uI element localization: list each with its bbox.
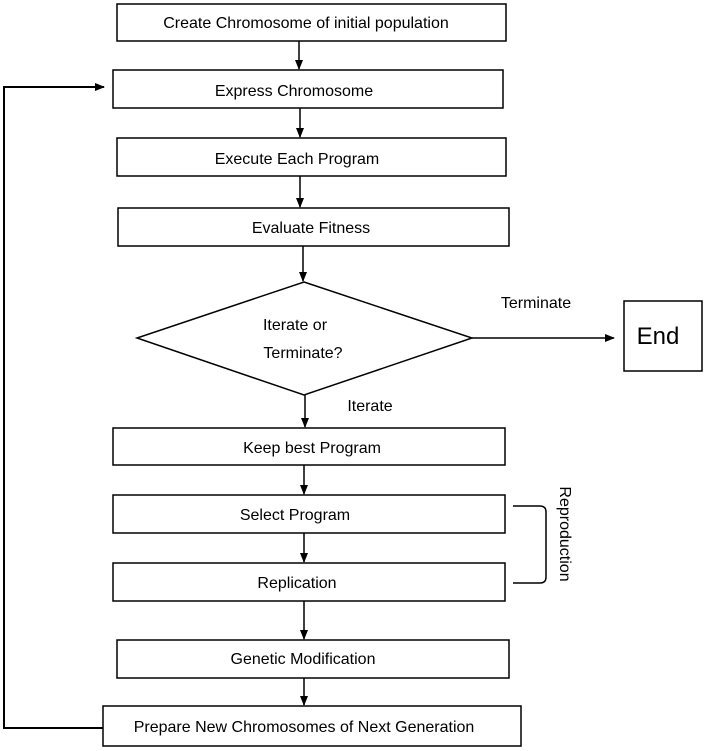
end-label: End [637, 323, 680, 350]
express-box [112, 69, 504, 109]
evaluate-box [117, 207, 510, 247]
select-box [112, 494, 506, 534]
decision-diamond [134, 281, 475, 396]
decision-label-line1: Iterate or [263, 317, 328, 334]
prepare-box [102, 705, 522, 747]
terminate-label: Terminate [501, 295, 571, 312]
end-box [623, 300, 703, 372]
keep-box [112, 427, 506, 466]
replication-box [112, 562, 506, 602]
express-label: Express Chromosome [215, 83, 373, 100]
decision-label-line2: Terminate? [263, 345, 342, 362]
prepare-label: Prepare New Chromosomes of Next Generati… [134, 719, 475, 736]
loop-back-arrow [3, 83, 105, 729]
modification-label: Genetic Modification [231, 651, 376, 668]
select-label: Select Program [240, 507, 350, 524]
modification-box [116, 639, 510, 679]
iterate-label: Iterate [347, 398, 392, 415]
evaluate-label: Evaluate Fitness [252, 220, 370, 237]
create-label: Create Chromosome of initial population [163, 15, 448, 32]
keep-label: Keep best Program [243, 440, 381, 457]
execute-box [116, 137, 507, 177]
create-box [116, 3, 507, 42]
execute-label: Execute Each Program [215, 151, 380, 168]
reproduction-bracket [513, 505, 547, 584]
replication-label: Replication [257, 575, 336, 592]
reproduction-label: Reproduction [556, 486, 573, 581]
